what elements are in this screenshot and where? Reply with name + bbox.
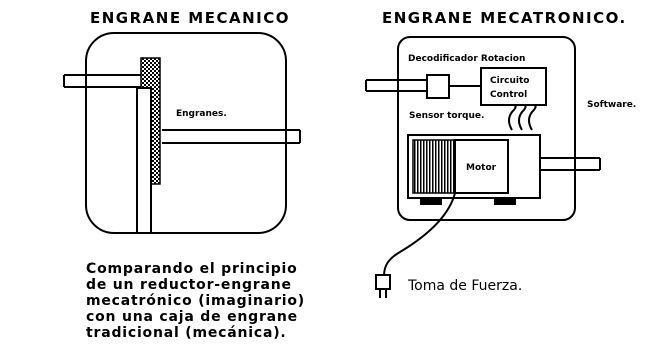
control-circuit — [480, 67, 547, 106]
control-label-line1: Circuito — [490, 76, 529, 86]
power-plug — [375, 274, 391, 298]
gear-plain — [136, 87, 152, 234]
caption-line-3: mecatrónico (imaginario) — [86, 293, 305, 309]
rotary-decoder — [426, 74, 450, 99]
software-label: Software. — [587, 100, 636, 110]
left-title: ENGRANE MECANICO — [90, 9, 290, 27]
control-label-line2: Control — [490, 90, 527, 100]
caption-line-4: con una caja de engrane — [86, 309, 298, 325]
caption-line-2: de un reductor-engrane — [86, 277, 292, 293]
caption-line-5: tradicional (mecánica). — [86, 325, 287, 341]
motor-label: Motor — [466, 163, 497, 173]
decoder-input-shaft — [365, 79, 428, 92]
motor-foot-right — [494, 198, 516, 205]
caption-line-1: Comparando el principio — [86, 261, 298, 277]
plug-label: Toma de Fuerza. — [407, 278, 522, 294]
power-cord — [383, 192, 456, 277]
right-title: ENGRANE MECATRONICO. — [382, 9, 627, 27]
motor-stator — [454, 139, 509, 194]
output-shaft — [162, 129, 301, 144]
gears-label: Engranes. — [176, 109, 227, 119]
mechanical-housing — [85, 32, 287, 234]
torque-sensor-label: Sensor torque. — [409, 111, 484, 121]
motor-rotor — [412, 139, 456, 194]
caption: Comparando el principio de un reductor-e… — [86, 261, 305, 341]
sensor-wires — [508, 104, 537, 131]
motor-output-shaft — [540, 157, 601, 171]
motor-foot-left — [420, 198, 442, 205]
decoder-label: Decodificador Rotacion — [408, 54, 525, 64]
